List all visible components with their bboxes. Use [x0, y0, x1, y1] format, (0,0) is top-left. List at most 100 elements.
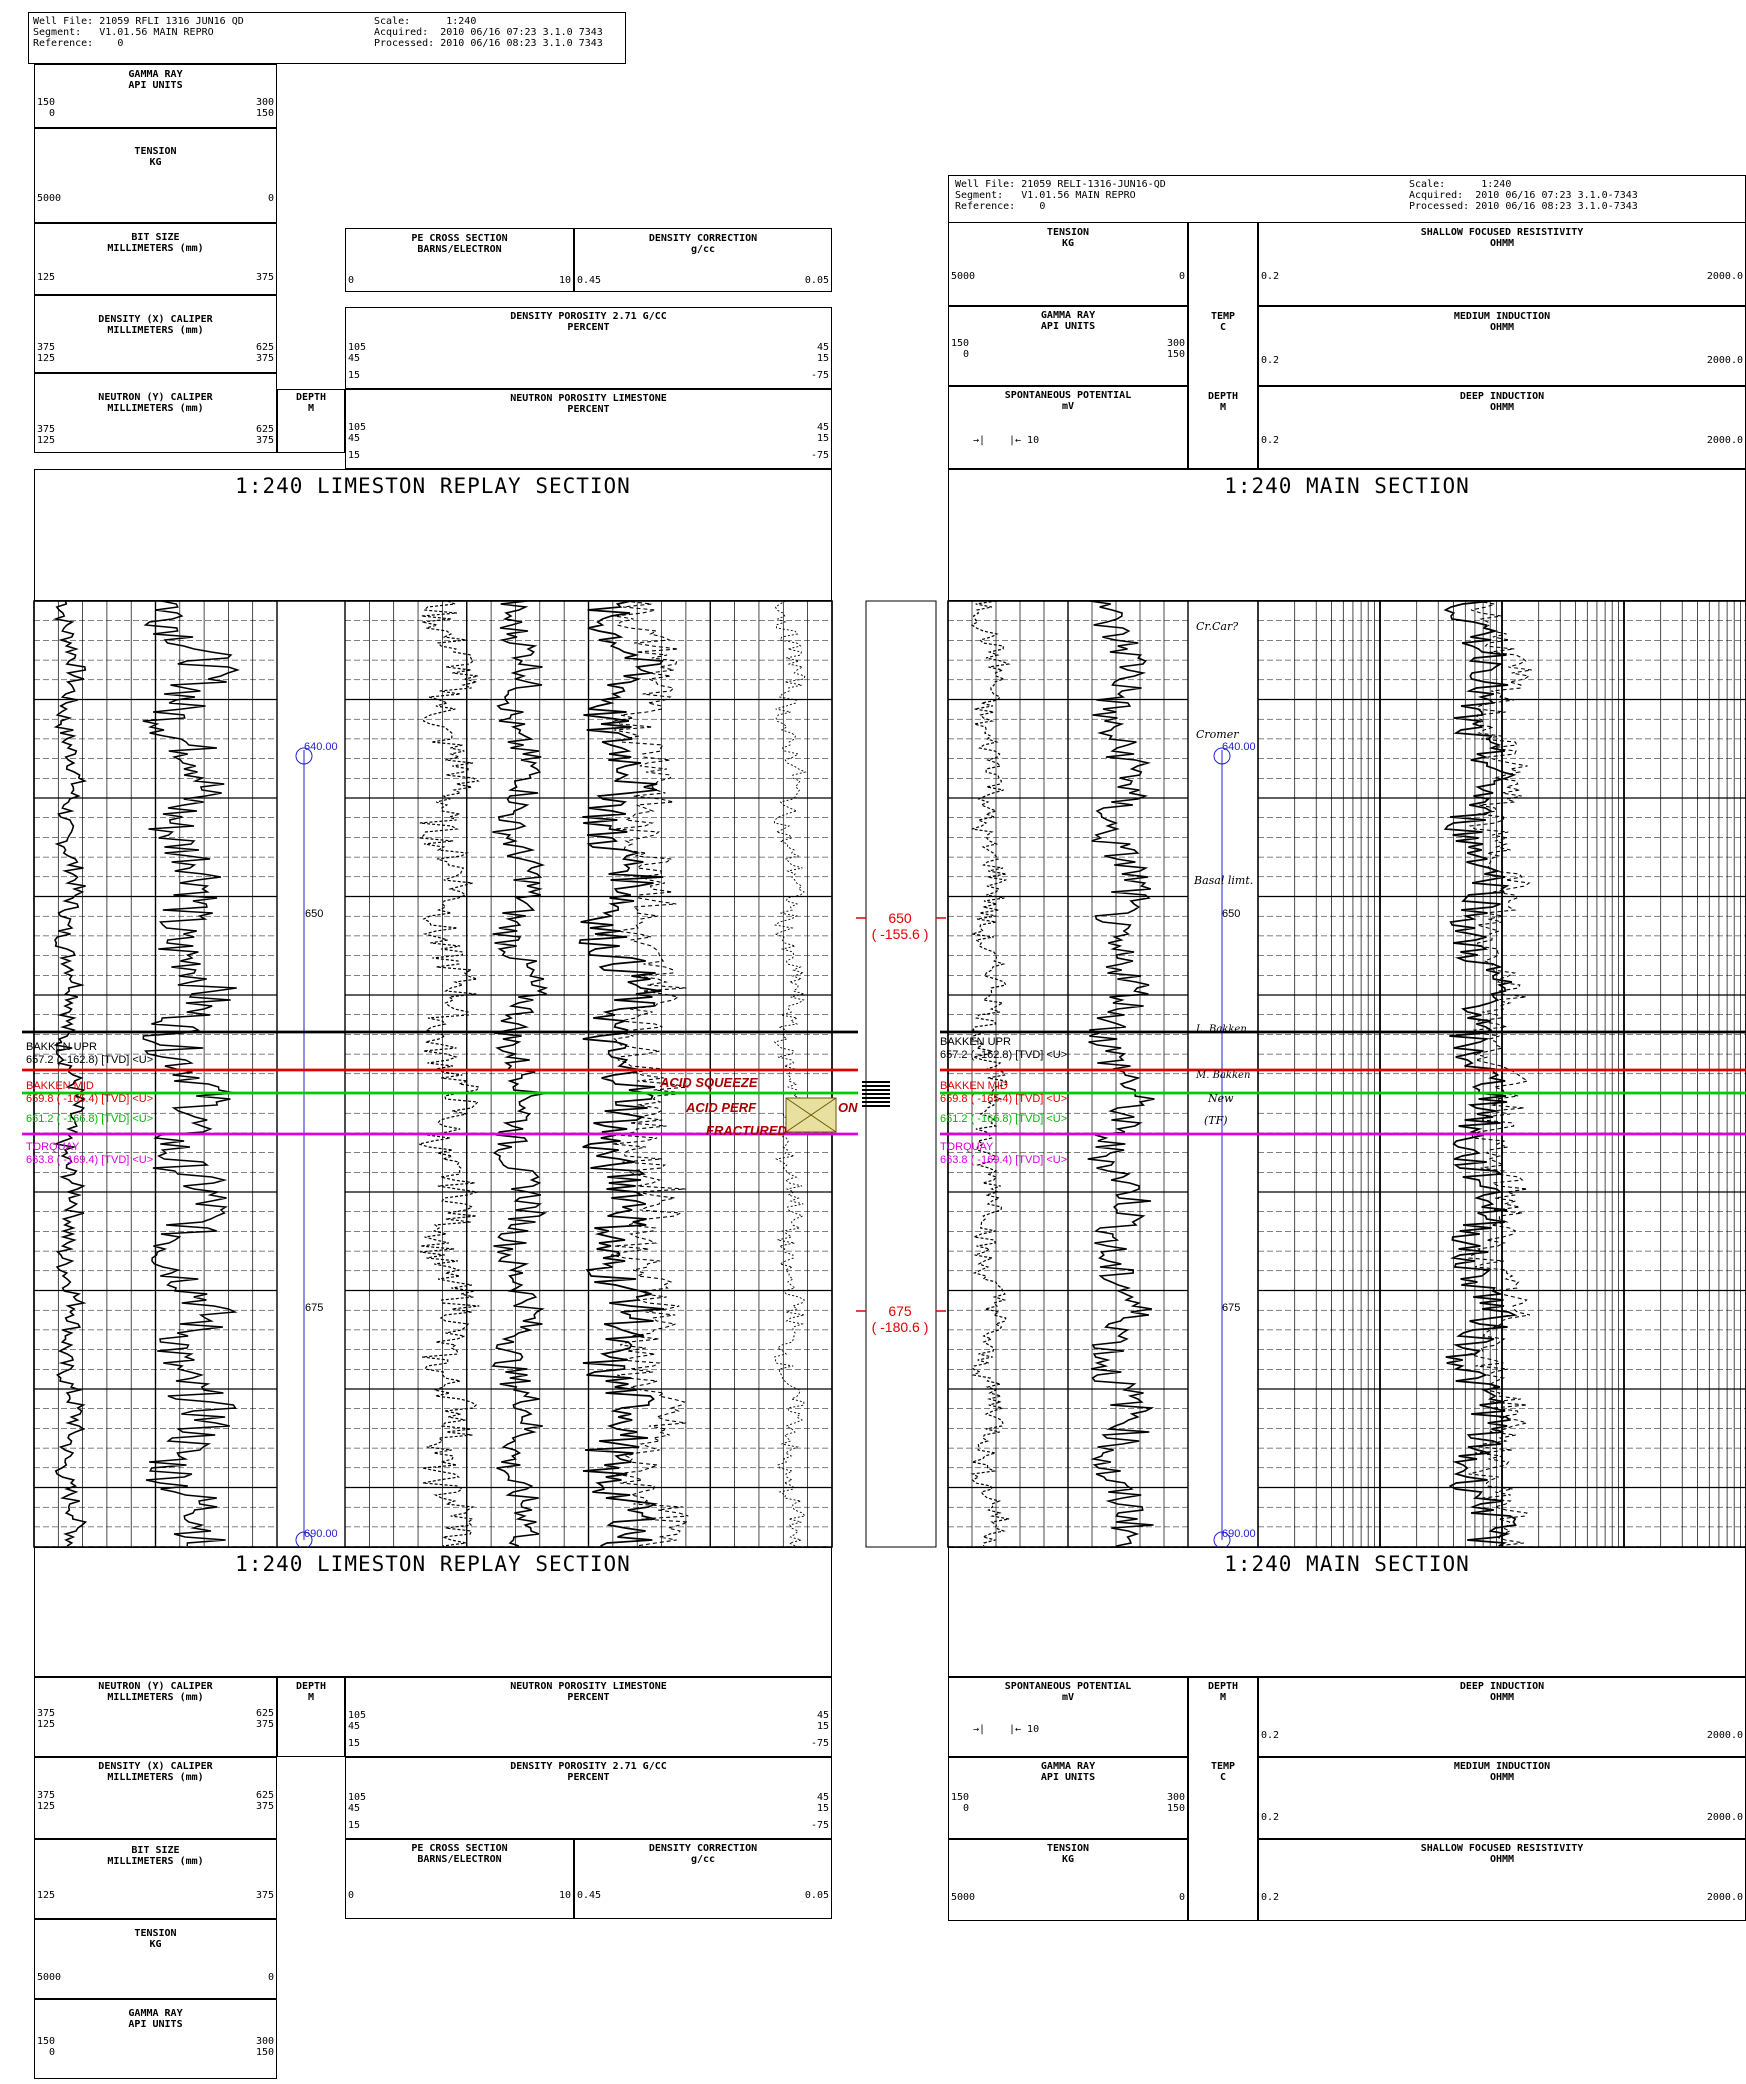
lb-bitsize-left: 125 — [37, 1890, 56, 1901]
left-gr-curve — [52, 600, 88, 1547]
rb-mind-header: MEDIUM INDUCTION OHMM 0.2 2000.0 — [1258, 1757, 1746, 1839]
marker-bakken-mid-depth: 659.8 ( -165.4) [TVD] <U> — [26, 1093, 154, 1105]
lb-bitsize-header: BIT SIZE MILLIMETERS (mm) 125 375 — [34, 1839, 277, 1919]
left-extra-curve — [773, 600, 807, 1547]
rb-depth-title: DEPTH — [1207, 1681, 1239, 1692]
r-mind-header: MEDIUM INDUCTION OHMM 0.2 2000.0 — [1258, 306, 1746, 386]
r-depth-title: DEPTH — [1207, 391, 1239, 402]
r-gamma-l2: 0 — [963, 349, 970, 360]
rb-gamma-r1: 300 — [1166, 1792, 1185, 1803]
lb-ncal-l1: 375 — [37, 1708, 56, 1719]
tension-title: TENSION — [134, 146, 177, 157]
acquired-label: Acquired: — [374, 27, 429, 38]
hand-note-f: (TF) — [1204, 1114, 1228, 1127]
r-segment-line: Segment: V1.01.56 MAIN REPRO — [955, 190, 1136, 201]
dcorr-right: 0.05 — [804, 275, 829, 286]
gamma-units: API UNITS — [128, 80, 183, 91]
right-deep-curve — [1443, 600, 1518, 1547]
lb-dpor-r1: 45 — [816, 1792, 829, 1803]
hand-note-b: Cromer — [1196, 728, 1239, 741]
acquired-line: Acquired: 2010 06/16 07:23 3.1.0 7343 — [374, 27, 603, 38]
left-depth-header: DEPTH M — [277, 389, 345, 453]
r-sp-header: SPONTANEOUS POTENTIAL mV →| |← 10 — [948, 386, 1188, 469]
rb-gamma-units: API UNITS — [1040, 1772, 1096, 1783]
lb-ncal-l2: 125 — [37, 1719, 56, 1730]
lb-ncal-header: NEUTRON (Y) CALIPER MILLIMETERS (mm) 375… — [34, 1677, 277, 1757]
left-header-box: Well File: 21059 RFLI 1316 JUN16 QD Segm… — [28, 12, 626, 64]
rb-temp-units: C — [1219, 1772, 1227, 1783]
r-reference-line: Reference: 0 — [955, 201, 1045, 212]
r-dind-left: 0.2 — [1261, 435, 1280, 446]
dpor-l2: 45 — [348, 353, 361, 364]
acquired-value: 2010 06/16 07:23 3.1.0 7343 — [440, 27, 603, 38]
r-acquired-value: 2010 06/16 07:23 3.1.0-7343 — [1475, 190, 1638, 201]
rb-mind-units: OHMM — [1489, 1772, 1515, 1783]
r-dind-right: 2000.0 — [1706, 435, 1743, 446]
dpor-r3: -75 — [810, 370, 829, 381]
r-sfr-left: 0.2 — [1261, 271, 1280, 282]
r-processed-line: Processed: 2010 06/16 08:23 3.1.0-7343 — [1409, 201, 1638, 212]
lb-dcal-units: MILLIMETERS (mm) — [107, 1772, 204, 1783]
pe-title: PE CROSS SECTION — [411, 233, 508, 244]
lb-gamma-title: GAMMA RAY — [128, 2008, 183, 2019]
lb-tension-header: TENSION KG 5000 0 — [34, 1919, 277, 1999]
bitsize-title: BIT SIZE — [131, 232, 180, 243]
pe-units: BARNS/ELECTRON — [417, 244, 502, 255]
lb-dpor-r3: -75 — [810, 1820, 829, 1831]
rb-dind-units: OHMM — [1489, 1692, 1515, 1703]
r-tension-header: TENSION KG 5000 0 — [948, 222, 1188, 306]
rb-tension-header: TENSION KG 5000 0 — [948, 1839, 1188, 1921]
right-section-title-bottom: 1:240 MAIN SECTION — [1224, 1552, 1470, 1576]
rb-sfr-left: 0.2 — [1261, 1892, 1280, 1903]
dpor-title: DENSITY POROSITY 2.71 G/CC — [510, 311, 667, 322]
npor-title: NEUTRON POROSITY LIMESTONE — [510, 393, 667, 404]
segment-label: Segment: — [33, 27, 82, 38]
left-ncal-header: NEUTRON (Y) CALIPER MILLIMETERS (mm) 375… — [34, 373, 277, 453]
lb-gamma-units: API UNITS — [128, 2019, 183, 2030]
lb-npor-r3: -75 — [810, 1738, 829, 1749]
hand-note-d: M. Bakken — [1196, 1070, 1251, 1081]
rb-gamma-l2: 0 — [963, 1803, 970, 1814]
tension-right: 0 — [267, 193, 274, 204]
right-section-title-top: 1:240 MAIN SECTION — [1224, 474, 1470, 498]
rb-dind-title: DEEP INDUCTION — [1459, 1681, 1545, 1692]
lb-bitsize-units: MILLIMETERS (mm) — [107, 1856, 204, 1867]
center-depth-650: 650 — [888, 910, 912, 926]
r-sp-val: |← 10 — [1009, 435, 1040, 446]
lb-dcal-l1: 375 — [37, 1790, 56, 1801]
rb-temp-title: TEMP — [1210, 1761, 1236, 1772]
pe-right: 10 — [558, 275, 571, 286]
lb-tension-units: KG — [149, 1939, 162, 1950]
lb-pe-header: PE CROSS SECTION BARNS/ELECTRON 0 10 — [345, 1839, 574, 1919]
r-gamma-l1: 150 — [951, 338, 970, 349]
r-marker-bakken-mid-depth: 659.8 ( -165.4) [TVD] <U> — [940, 1093, 1068, 1105]
left-pe-header: PE CROSS SECTION BARNS/ELECTRON 0 10 — [345, 228, 574, 292]
r-marker-bakken-upr-depth: 657.2 ( -162.8) [TVD] <U> — [940, 1049, 1068, 1061]
dcorr-units: g/cc — [690, 244, 716, 255]
r-sp-arrow: →| — [973, 435, 986, 446]
gamma-l1: 150 — [37, 97, 56, 108]
dpor-r2: 15 — [816, 353, 829, 364]
annotation-on: ON — [838, 1100, 858, 1115]
right-depth-650: 650 — [1222, 908, 1241, 920]
left-depth-640: 640.00 — [304, 741, 338, 753]
rb-depth-units: M — [1219, 1692, 1227, 1703]
marker-bakken-mid-name: BAKKEN MID — [26, 1080, 94, 1092]
dpor-l1: 105 — [348, 342, 367, 353]
rb-sp-units: mV — [1061, 1692, 1075, 1703]
lb-bitsize-right: 375 — [255, 1890, 274, 1901]
processed-line: Processed: 2010 06/16 08:23 3.1.0 7343 — [374, 38, 603, 49]
gamma-l2: 0 — [49, 108, 56, 119]
scale-value: 1:240 — [446, 16, 477, 27]
left-depth-650: 650 — [305, 908, 324, 920]
annotation-fractured: FRACTURED — [706, 1123, 787, 1138]
r-mind-right: 2000.0 — [1706, 355, 1743, 366]
hand-note-c: Basal limt. — [1194, 874, 1254, 887]
right-sp-curve — [970, 600, 1011, 1547]
lb-depth-units: M — [307, 1692, 315, 1703]
rb-sfr-title: SHALLOW FOCUSED RESISTIVITY — [1420, 1843, 1584, 1854]
segment-line: Segment: V1.01.56 MAIN REPRO — [33, 27, 214, 38]
hand-note-a: Cr.Car? — [1196, 620, 1239, 633]
rb-sfr-right: 2000.0 — [1706, 1892, 1743, 1903]
right-med-curve — [1467, 600, 1532, 1547]
